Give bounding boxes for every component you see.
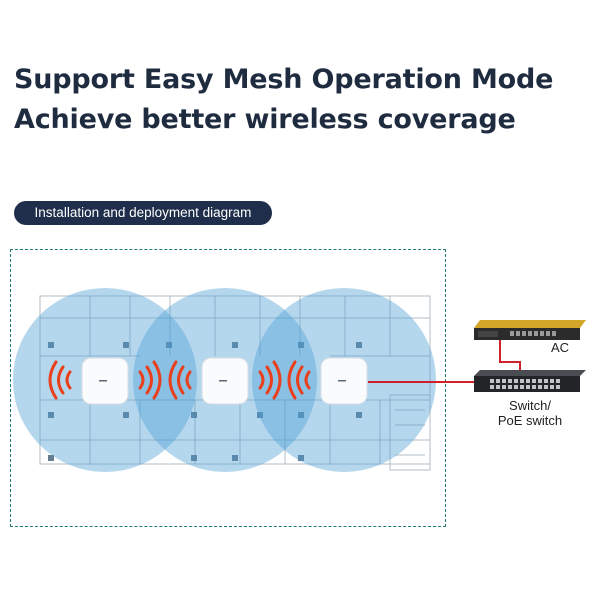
headline: Support Easy Mesh Operation Mode Achieve… bbox=[14, 60, 594, 140]
access-point-icon bbox=[320, 357, 368, 405]
wifi-signal-icon bbox=[138, 360, 162, 400]
access-point-icon bbox=[201, 357, 249, 405]
headline-line-2: Achieve better wireless coverage bbox=[14, 104, 516, 135]
wifi-signal-icon bbox=[168, 360, 192, 400]
wifi-signal-icon bbox=[48, 360, 72, 400]
switch-label-line-2: PoE switch bbox=[497, 413, 563, 428]
ac-controller-icon bbox=[474, 320, 586, 340]
wifi-signal-icon bbox=[258, 360, 282, 400]
poe-switch-icon bbox=[474, 370, 586, 392]
network-cables bbox=[368, 340, 521, 383]
switch-label: Switch/ PoE switch bbox=[480, 398, 580, 428]
ac-label: AC bbox=[550, 340, 570, 355]
headline-line-1: Support Easy Mesh Operation Mode bbox=[14, 64, 554, 95]
wifi-signal-icon bbox=[287, 360, 311, 400]
floor-plan-columns bbox=[48, 342, 362, 461]
switch-label-line-1: Switch/ bbox=[509, 398, 551, 413]
floorplan-frame bbox=[10, 249, 446, 527]
diagram-badge: Installation and deployment diagram bbox=[14, 201, 272, 225]
access-point-icon bbox=[81, 357, 129, 405]
